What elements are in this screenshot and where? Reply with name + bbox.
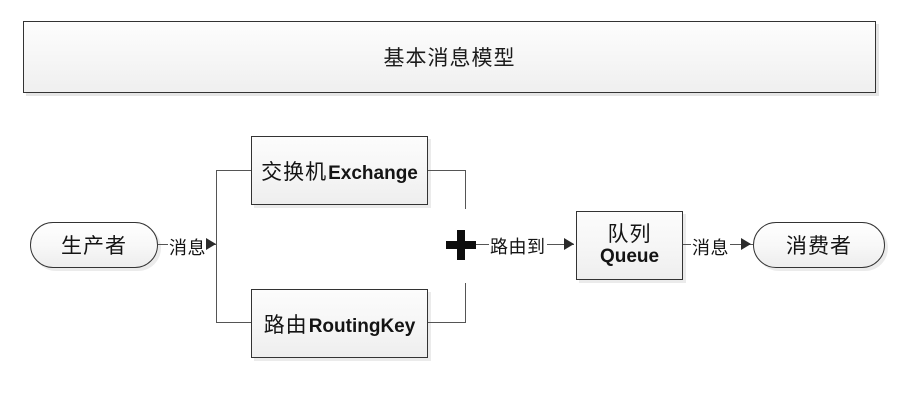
node-routing-key-label-cn: 路由 bbox=[263, 312, 308, 337]
node-routing-key-label-en: RoutingKey bbox=[308, 315, 416, 337]
node-exchange-label-en: Exchange bbox=[328, 162, 418, 184]
arrowhead-into-queue bbox=[564, 238, 574, 250]
bracket-left-stub-bottom bbox=[216, 322, 252, 323]
bracket-right-stub-bottom bbox=[428, 322, 466, 323]
node-exchange-label-cn: 交换机 bbox=[261, 159, 328, 184]
edge-label-producer-message: 消息 bbox=[168, 234, 207, 260]
edge-label-routed-to: 路由到 bbox=[489, 233, 547, 259]
bracket-right-spine-bottom bbox=[465, 283, 466, 322]
node-consumer-label: 消费者 bbox=[786, 234, 852, 258]
node-consumer[interactable]: 消费者 bbox=[753, 222, 885, 268]
bracket-left-spine bbox=[216, 170, 217, 323]
arrowhead-into-bracket bbox=[206, 238, 216, 250]
bracket-right-stub-top bbox=[428, 170, 466, 171]
junction-plus-icon bbox=[446, 230, 476, 260]
bracket-right-spine-top bbox=[465, 170, 466, 209]
diagram-title: 基本消息模型 bbox=[383, 46, 516, 70]
node-producer-label: 生产者 bbox=[61, 234, 127, 258]
plus-bar-vertical bbox=[457, 230, 465, 260]
arrowhead-into-consumer bbox=[741, 238, 751, 250]
bracket-left-stub-top bbox=[216, 170, 252, 171]
diagram-title-bar: 基本消息模型 bbox=[23, 21, 876, 93]
node-producer[interactable]: 生产者 bbox=[30, 222, 158, 268]
node-queue-label-cn: 队列 bbox=[607, 222, 652, 247]
node-queue-label-en: Queue bbox=[599, 246, 660, 268]
edge-label-queue-message: 消息 bbox=[691, 234, 730, 260]
node-queue[interactable]: 队列 Queue bbox=[576, 211, 683, 280]
